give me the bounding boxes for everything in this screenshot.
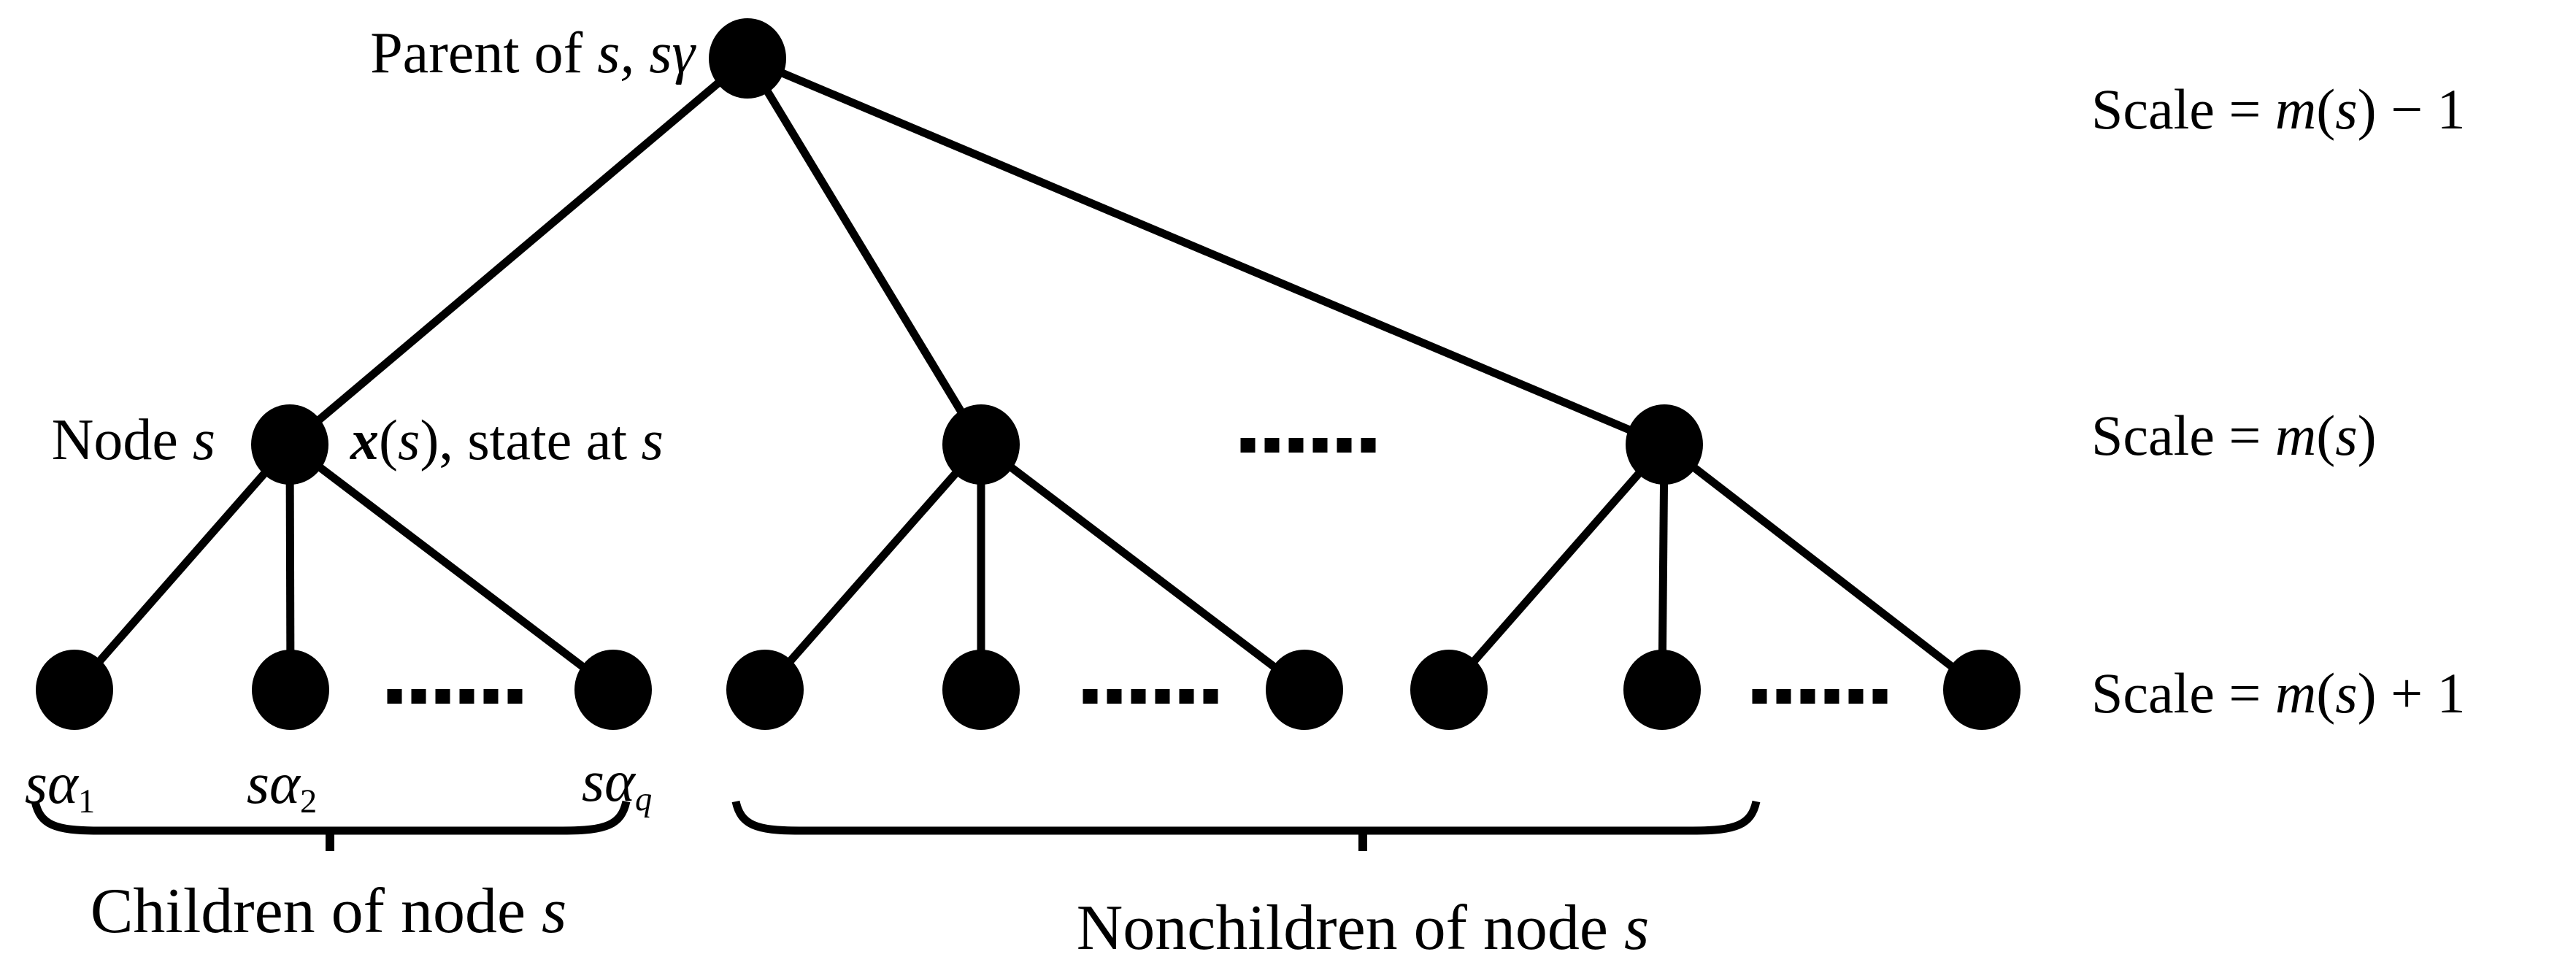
dots-nonchild-2-dot bbox=[1203, 689, 1218, 704]
dots-nonchild-2-dot bbox=[1179, 689, 1194, 704]
node-s-label-part: Node bbox=[51, 408, 193, 472]
dots-nonchild-2-dot bbox=[1083, 689, 1098, 704]
dots-nonchild-2-dot bbox=[1107, 689, 1122, 704]
edge-node-s-child-sa1 bbox=[71, 442, 293, 693]
scale-top-label-part: Scale = bbox=[2091, 77, 2275, 141]
tree-node-child-saq bbox=[574, 650, 652, 730]
edge-mid-node-2-nonchild-2-3 bbox=[978, 441, 1307, 693]
scale-top-label-part: m bbox=[2275, 77, 2317, 141]
state-label: x(s), state at s bbox=[350, 412, 664, 469]
edge-mid-node-3-nonchild-3-3 bbox=[1661, 441, 1985, 693]
scale-top-label-part: s bbox=[2335, 77, 2358, 141]
scale-mid-label-part: m bbox=[2275, 404, 2317, 467]
dots-children-dot bbox=[483, 689, 499, 704]
tree-node-mid-node-3 bbox=[1626, 404, 1703, 485]
dots-scale-row-dot bbox=[1264, 438, 1280, 453]
state-label-part: ( bbox=[379, 408, 398, 472]
state-label-part: s bbox=[641, 408, 664, 472]
edge-root-mid-node-3 bbox=[745, 54, 1666, 449]
parent-label: Parent of s, sγ bbox=[370, 24, 695, 82]
scale-mid-label-part: ) bbox=[2357, 404, 2377, 467]
parent-label-part: , bbox=[620, 21, 650, 85]
sa2-label-part: 2 bbox=[299, 782, 318, 820]
parent-label-part: Parent of bbox=[370, 21, 598, 85]
dots-nonchild-3-dot bbox=[1752, 689, 1767, 704]
edge-mid-node-3-nonchild-3-1 bbox=[1445, 442, 1668, 693]
sa1-label-part: sα bbox=[24, 751, 78, 816]
node-s-label: Node s bbox=[52, 411, 215, 469]
dots-nonchild-3-dot bbox=[1872, 689, 1888, 704]
scale-bottom-label-part: m bbox=[2275, 661, 2317, 725]
tree-node-root bbox=[709, 18, 786, 99]
scale-bottom-label-part: Scale = bbox=[2091, 661, 2275, 725]
dots-scale-row-dot bbox=[1240, 438, 1256, 453]
edge-root-mid-node-2 bbox=[744, 56, 985, 447]
state-label-part: s bbox=[397, 408, 420, 472]
sa1-label-part: 1 bbox=[77, 782, 96, 820]
brace-nonchildren bbox=[731, 800, 1761, 835]
dots-scale-row-dot bbox=[1361, 438, 1376, 453]
edge-mid-node-3-nonchild-3-2 bbox=[1658, 444, 1669, 691]
node-s-label-part: s bbox=[192, 408, 215, 472]
edge-node-s-child-sa2 bbox=[285, 444, 295, 691]
children-label-part: Children of node bbox=[90, 876, 542, 947]
tree-node-nonchild-3-3 bbox=[1943, 650, 2021, 730]
parent-label-part: s bbox=[597, 21, 620, 85]
scale-mid-label-part: s bbox=[2335, 404, 2358, 467]
scale-mid-label-part: Scale = bbox=[2091, 404, 2275, 467]
scale-mid-label: Scale = m(s) bbox=[2091, 407, 2377, 464]
scale-bottom-label-part: s bbox=[2335, 661, 2358, 725]
parent-label-part: sγ bbox=[649, 21, 695, 85]
dots-nonchild-3-dot bbox=[1848, 689, 1864, 704]
nonchildren-label-part: Nonchildren of node bbox=[1076, 893, 1624, 964]
scale-bottom-label-part: ) + 1 bbox=[2357, 661, 2466, 725]
dots-children-dot bbox=[387, 689, 402, 704]
dots-children-dot bbox=[507, 689, 523, 704]
tree-node-nonchild-2-1 bbox=[726, 650, 804, 730]
children-label: Children of node s bbox=[91, 880, 567, 944]
saq-label-part: q bbox=[634, 780, 653, 818]
state-label-part: ), state at bbox=[420, 408, 642, 472]
tree-node-nonchild-2-2 bbox=[942, 650, 1020, 730]
nonchildren-label-part: s bbox=[1623, 893, 1650, 964]
tree-node-nonchild-3-2 bbox=[1623, 650, 1701, 730]
edge-mid-node-2-nonchild-2-1 bbox=[761, 442, 985, 693]
dots-children-dot bbox=[411, 689, 426, 704]
dots-nonchild-3-dot bbox=[1800, 689, 1815, 704]
scale-bottom-label-part: ( bbox=[2316, 661, 2336, 725]
tree-node-child-sa2 bbox=[252, 650, 329, 730]
dots-scale-row-dot bbox=[1337, 438, 1352, 453]
dots-scale-row-dot bbox=[1312, 438, 1328, 453]
tree-node-nonchild-3-1 bbox=[1410, 650, 1488, 730]
sa1-label: sα1 bbox=[25, 755, 95, 819]
tree-node-node-s bbox=[251, 404, 328, 485]
scale-top-label: Scale = m(s) − 1 bbox=[2091, 81, 2466, 138]
dots-nonchild-3-dot bbox=[1776, 689, 1791, 704]
scale-top-label-part: ( bbox=[2316, 77, 2336, 141]
sa2-label-part: sα bbox=[246, 751, 300, 816]
sa2-label: sα2 bbox=[247, 755, 317, 819]
scale-top-label-part: ) − 1 bbox=[2357, 77, 2466, 141]
dots-scale-row-dot bbox=[1288, 438, 1304, 453]
dots-nonchild-2-dot bbox=[1155, 689, 1170, 704]
state-label-part: x bbox=[350, 408, 379, 472]
dots-nonchild-3-dot bbox=[1824, 689, 1839, 704]
children-label-part: s bbox=[542, 876, 567, 947]
dots-nonchild-2-dot bbox=[1131, 689, 1146, 704]
scale-bottom-label: Scale = m(s) + 1 bbox=[2091, 665, 2466, 722]
edge-root-node-s bbox=[287, 55, 750, 448]
dots-children-dot bbox=[435, 689, 450, 704]
nonchildren-label: Nonchildren of node s bbox=[1077, 896, 1649, 961]
brace-children bbox=[31, 800, 631, 835]
edge-node-s-child-saq bbox=[287, 441, 616, 693]
tree-node-child-sa1 bbox=[36, 650, 113, 730]
scale-mid-label-part: ( bbox=[2316, 404, 2336, 467]
tree-node-nonchild-2-3 bbox=[1266, 650, 1343, 730]
saq-label-part: sα bbox=[581, 749, 635, 814]
saq-label: sαq bbox=[582, 753, 652, 817]
tree-node-mid-node-2 bbox=[942, 404, 1020, 485]
dots-children-dot bbox=[459, 689, 474, 704]
